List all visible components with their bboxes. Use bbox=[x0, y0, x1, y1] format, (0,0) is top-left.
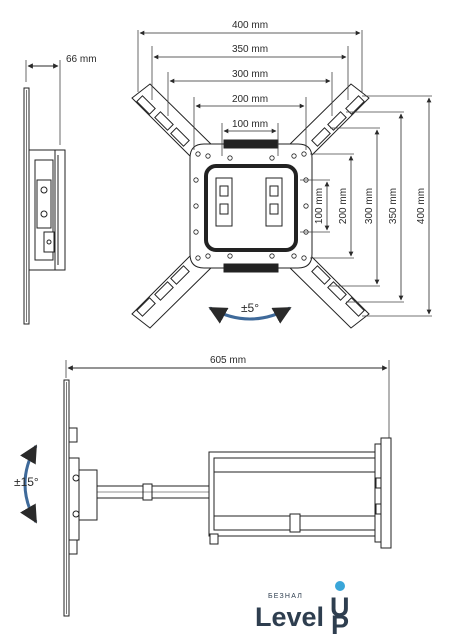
horizontal-dimensions bbox=[137, 30, 363, 156]
dim-h-300: 300 mm bbox=[232, 69, 268, 80]
dim-h-200: 200 mm bbox=[232, 94, 268, 105]
dim-v-200: 200 mm bbox=[338, 188, 349, 224]
logo-word: Level bbox=[255, 602, 324, 632]
dim-v-300: 300 mm bbox=[364, 188, 375, 224]
logo-suffix-small: P bbox=[331, 610, 349, 640]
wall-plate bbox=[380, 437, 392, 549]
front-view bbox=[131, 83, 370, 329]
side-profile-view bbox=[23, 87, 66, 325]
dim-h-400: 400 mm bbox=[232, 20, 268, 31]
extension-dimension: 605 mm bbox=[65, 355, 390, 440]
dim-v-400: 400 mm bbox=[416, 188, 427, 224]
vertical-dimensions bbox=[300, 95, 432, 317]
levelup-logo: БЕЗНАЛ Level U P bbox=[255, 581, 350, 640]
depth-dimension: 66 mm bbox=[25, 54, 97, 145]
dim-h-350: 350 mm bbox=[232, 44, 268, 55]
rotation-angle-label: ±5° bbox=[241, 301, 259, 315]
depth-dimension-label: 66 mm bbox=[66, 54, 97, 65]
dim-v-350: 350 mm bbox=[388, 188, 399, 224]
tilt-arrow: ±15° bbox=[14, 444, 39, 524]
logo-accent-dot bbox=[335, 581, 345, 591]
logo-suffix-glyph: U bbox=[330, 592, 350, 622]
extension-dimension-label: 605 mm bbox=[210, 355, 246, 366]
side-extension-view bbox=[63, 379, 392, 617]
logo-small-text: БЕЗНАЛ bbox=[268, 593, 303, 600]
rotation-arrow: ±5° bbox=[208, 301, 292, 324]
dim-h-100: 100 mm bbox=[232, 119, 268, 130]
tilt-angle-label: ±15° bbox=[14, 475, 39, 489]
dim-v-100: 100 mm bbox=[314, 188, 325, 224]
